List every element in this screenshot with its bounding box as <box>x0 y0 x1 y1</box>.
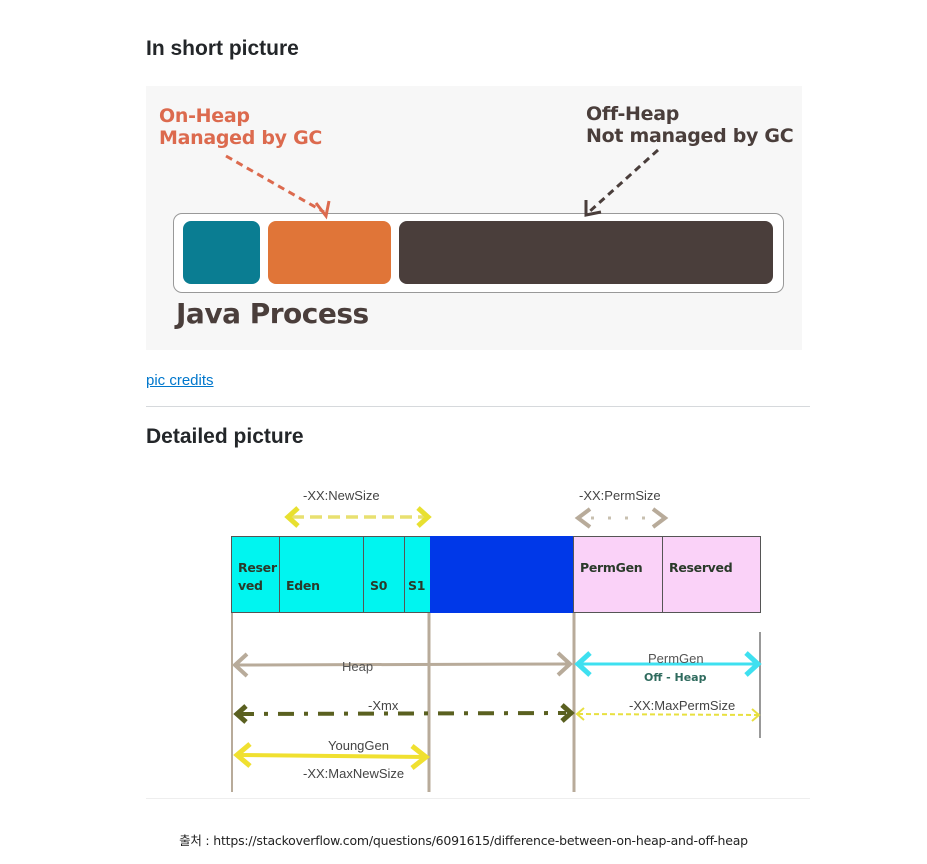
maxpermsize-arrow-icon <box>575 707 761 722</box>
segment-reserved-young: Reser ved <box>231 536 280 613</box>
off-heap-label: Off-Heap Not managed by GC <box>586 103 794 147</box>
xmx-label: -Xmx <box>368 698 399 713</box>
off-heap-arrow-icon <box>584 148 660 217</box>
segment-s0: S0 <box>363 536 405 613</box>
process-block-on-heap <box>268 221 391 284</box>
heap-arrow-icon <box>232 651 573 678</box>
short-picture-diagram: On-Heap Managed by GC Off-Heap Not manag… <box>146 86 802 350</box>
arrows-overlay <box>225 148 660 220</box>
process-block-teal <box>183 221 260 284</box>
younggen-arrow-icon <box>233 742 431 770</box>
off-heap-label: Off - Heap <box>644 671 707 684</box>
detailed-lines-overlay <box>231 506 762 792</box>
permsize-label: -XX:PermSize <box>579 488 661 503</box>
maxnewsize-label: -XX:MaxNewSize <box>303 766 405 781</box>
off-heap-title: Off-Heap <box>586 103 680 125</box>
on-heap-subtitle: Managed by GC <box>159 127 323 149</box>
xmx-arrow-icon <box>233 703 575 724</box>
on-heap-label: On-Heap Managed by GC <box>159 105 322 149</box>
section-heading-detailed: Detailed picture <box>146 425 304 448</box>
pic-credits-link[interactable]: pic credits <box>146 372 214 389</box>
permgen-arrow-icon <box>574 651 762 677</box>
younggen-label: YoungGen <box>328 738 389 753</box>
segment-s1: S1 <box>404 536 431 613</box>
on-heap-arrow-icon <box>225 154 331 220</box>
permgen-label: PermGen <box>648 651 704 666</box>
segment-old-gen <box>430 536 574 613</box>
figure-bottom-border <box>146 798 810 799</box>
maxpermsize-label: -XX:MaxPermSize <box>629 698 736 713</box>
segment-permgen: PermGen <box>573 536 663 613</box>
segment-eden: Eden <box>279 536 364 613</box>
on-heap-title: On-Heap <box>159 105 250 127</box>
detailed-picture-diagram: Reser ved Eden S0 S1 PermGen Reserved -X… <box>146 470 810 798</box>
newsize-arrow-icon <box>284 506 432 528</box>
section-heading-short: In short picture <box>146 37 299 60</box>
section-divider <box>146 406 810 407</box>
off-heap-subtitle: Not managed by GC <box>586 125 794 147</box>
process-block-off-heap <box>399 221 773 284</box>
heap-label: Heap <box>342 659 374 674</box>
newsize-label: -XX:NewSize <box>303 488 380 503</box>
java-process-label: Java Process <box>176 297 369 330</box>
source-citation: 출처 : https://stackoverflow.com/questions… <box>179 833 748 848</box>
segment-reserved-perm: Reserved <box>662 536 761 613</box>
permsize-arrow-icon <box>574 507 669 529</box>
